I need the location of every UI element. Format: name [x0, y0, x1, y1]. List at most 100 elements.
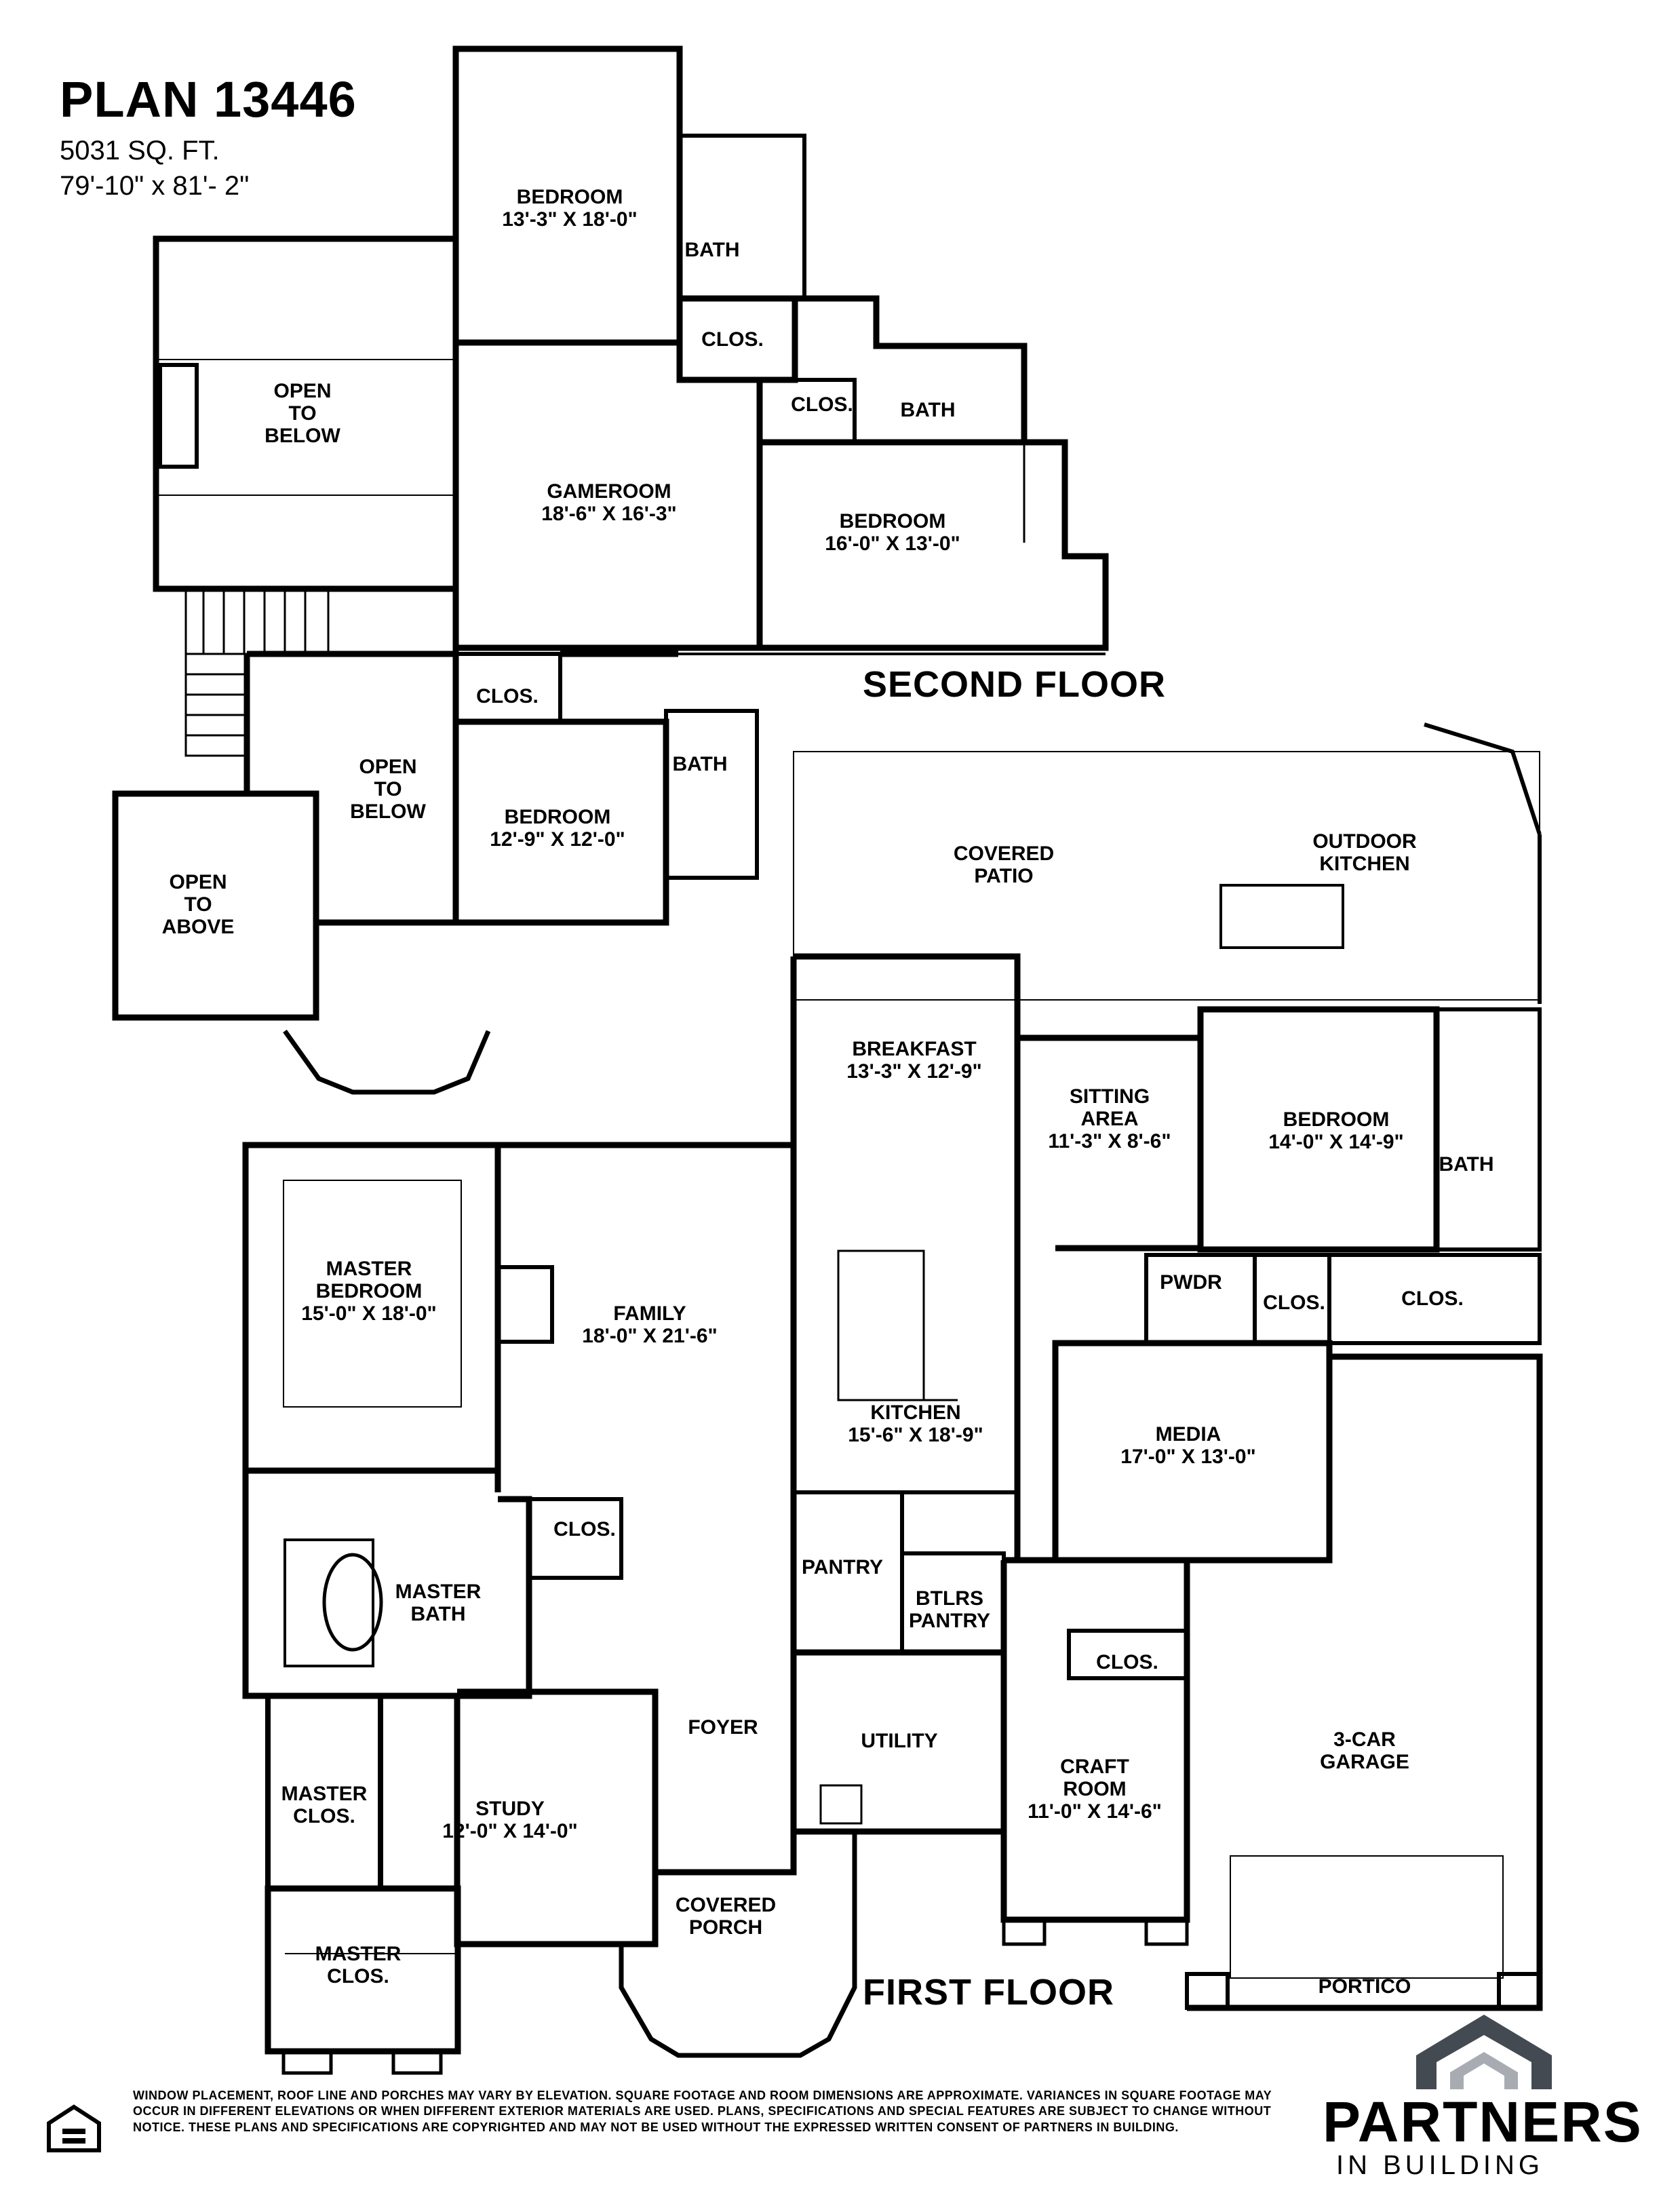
master-bedroom-line: MASTER [326, 1258, 412, 1280]
plan-sqft: 5031 SQ. FT. [60, 136, 220, 166]
garage-door [1230, 1855, 1504, 1979]
bedroom-2f-lower-line: 12'-9" X 12'-0" [490, 828, 625, 851]
master-clos-1-line: CLOS. [293, 1805, 355, 1827]
open-below-1-line: BELOW [265, 425, 340, 447]
room-utility: UTILITY [861, 1730, 937, 1752]
fireplace-1f [496, 1265, 554, 1344]
wall-bay-2f [283, 1029, 491, 1095]
wall-bedroom-2f-right [756, 439, 1109, 651]
open-below-1-line: TO [288, 402, 316, 425]
craft-room-line: 11'-0" X 14'-6" [1028, 1800, 1162, 1823]
bath-1f-line: BATH [1439, 1153, 1493, 1176]
island-outdoor [1219, 884, 1344, 949]
master-clos-2-line: MASTER [315, 1943, 402, 1965]
wall-open-below-2 [243, 651, 459, 926]
media-line: 17'-0" X 13'-0" [1120, 1446, 1255, 1468]
portico-line: PORTICO [1318, 1975, 1411, 1998]
wall-clos-2f-mid [758, 378, 857, 444]
island-kitchen [837, 1250, 925, 1401]
open-below-2-line: TO [374, 778, 402, 800]
wall-bath-2f-lower [664, 709, 759, 880]
clos-1f-a-line: CLOS. [1263, 1292, 1325, 1314]
utility-line: UTILITY [861, 1730, 937, 1752]
clos-1f-b-line: CLOS. [1401, 1287, 1464, 1310]
sitting-area-line: 11'-3" X 8'-6" [1048, 1130, 1171, 1152]
study-line: 12'-0" X 14'-0" [442, 1820, 577, 1842]
media-line: MEDIA [1156, 1423, 1222, 1446]
clos-2f-mid-line: CLOS. [791, 393, 853, 416]
open-below-2-line: OPEN [359, 756, 416, 778]
plan-header: PLAN 13446 5031 SQ. FT. 79'-10" x 81'- 2… [60, 75, 357, 202]
study-line: STUDY [475, 1798, 545, 1820]
btlrs-pantry-line: BTLRS [916, 1587, 983, 1610]
open-below-2-line: BELOW [350, 800, 426, 823]
open-above-line: ABOVE [162, 916, 235, 938]
room-bath-2f-top: BATH [684, 239, 739, 261]
pwdr-line: PWDR [1160, 1271, 1222, 1294]
bath-2f-right-line: BATH [900, 399, 955, 421]
room-pwdr: PWDR [1160, 1271, 1222, 1294]
master-bath-line: MASTER [395, 1581, 482, 1603]
bedroom-2f-right-line: 16'-0" X 13'-0" [825, 532, 960, 555]
btlrs-pantry-line: PANTRY [909, 1610, 990, 1632]
craft-room-line: ROOM [1063, 1778, 1126, 1800]
craft-room-line: CRAFT [1060, 1756, 1129, 1778]
bedroom-1f-line: 14'-0" X 14'-9" [1268, 1131, 1403, 1153]
wall-clos-1f-d [1067, 1629, 1189, 1680]
room-clos-1f-d: CLOS. [1096, 1651, 1158, 1673]
clos-1f-c-line: CLOS. [553, 1518, 616, 1541]
room-portico: PORTICO [1318, 1975, 1411, 1998]
first-floor-label: FIRST FLOOR [863, 1972, 1114, 2013]
outdoor-kitchen-line: OUTDOOR [1312, 830, 1417, 853]
wall-utility [794, 1649, 1007, 1835]
room-bath-2f-lower: BATH [672, 753, 727, 775]
family-line: FAMILY [613, 1302, 686, 1325]
room-clos-1f-a: CLOS. [1263, 1292, 1325, 1314]
foyer-line: FOYER [688, 1716, 758, 1739]
wall-foyer [652, 1642, 797, 1876]
disclaimer: WINDOW PLACEMENT, ROOF LINE AND PORCHES … [133, 2089, 1272, 2134]
tub [322, 1553, 383, 1652]
covered-porch-line: COVERED [676, 1894, 776, 1916]
covered-patio-line: PATIO [974, 865, 1033, 887]
garage-line: 3-CAR [1333, 1728, 1396, 1751]
bedroom-2f-lower-line: BEDROOM [505, 806, 611, 828]
room-clos-2f-mid: CLOS. [791, 393, 853, 416]
wall-breakfast [794, 953, 1021, 1560]
gameroom-line: 18'-6" X 16'-3" [541, 503, 676, 525]
family-line: 18'-0" X 21'-6" [582, 1325, 717, 1347]
room-pantry: PANTRY [802, 1556, 883, 1578]
kitchen-line: KITCHEN [870, 1401, 960, 1424]
plan-dimensions: 79'-10" x 81'- 2" [60, 171, 250, 201]
room-clos-1f-c: CLOS. [553, 1518, 616, 1541]
wall-clos-1f-c [527, 1497, 623, 1580]
room-clos-1f-b: CLOS. [1401, 1287, 1464, 1310]
master-bedroom-line: 15'-0" X 18'-0" [301, 1302, 436, 1325]
logo-sub: IN BUILDING [1336, 2150, 1544, 2180]
second-floor-label: SECOND FLOOR [863, 664, 1167, 705]
room-clos-2f-top: CLOS. [701, 328, 764, 351]
open-above-line: TO [184, 893, 212, 916]
clos-1f-d-line: CLOS. [1096, 1651, 1158, 1673]
stairs-2f [184, 587, 330, 757]
room-bath-1f: BATH [1439, 1153, 1493, 1176]
wall-pwdr [1144, 1253, 1257, 1345]
room-clos-2f-lower: CLOS. [476, 685, 539, 708]
wall-clos-1f-b [1327, 1253, 1542, 1345]
